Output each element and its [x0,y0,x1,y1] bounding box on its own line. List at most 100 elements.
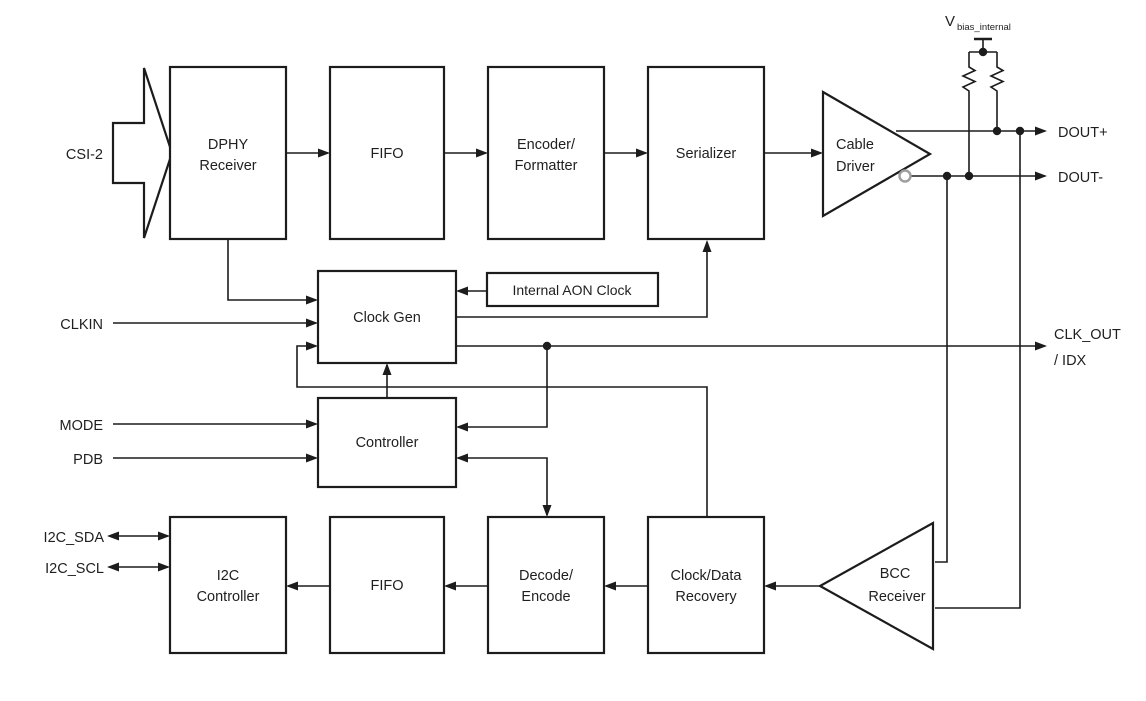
cable-driver-label-2: Driver [836,159,875,175]
serializer-label: Serializer [676,146,737,162]
arrowhead-dphy-clockgen [306,295,318,305]
arrowhead-dout-plus [1035,126,1047,136]
wire-dphy-to-clockgen [227,239,316,301]
block-clock-data-recovery: Clock/Data Recovery [646,515,766,655]
arrowhead-sda-left [107,531,119,541]
label-vbias-prefix: V [945,13,955,30]
label-i2c-sda: I2C_SDA [44,530,105,546]
dphy-receiver-box [168,65,288,241]
arrowhead-into-decode-top [542,505,552,517]
bcc-receiver-label-1: BCC [880,566,911,582]
arrowhead-clkin [306,318,318,328]
csi2-input-arrow-icon [111,67,174,239]
block-clock-gen: Clock Gen [316,269,458,365]
wire-doutplus-branch-to-bcc [935,131,1021,609]
label-i2c-scl: I2C_SCL [45,561,104,577]
encoder-formatter-box [486,65,606,241]
label-dout-minus: DOUT- [1058,170,1103,186]
arrowhead-into-cabledriver [811,148,823,158]
junction-dot-doutminus-res [964,171,974,181]
inversion-bubble-icon [898,169,912,183]
port-labels: CSI-2 CLKIN MODE PDB I2C_SDA I2C_SCL DOU… [44,13,1121,577]
wire-doutminus-branch-to-bcc [935,176,948,563]
label-dout-plus: DOUT+ [1058,125,1108,141]
block-cable-driver: Cable Driver [821,90,933,218]
block-decode-encode: Decode/ Encode [486,515,606,655]
internal-aon-clock-box [485,271,660,308]
block-fifo-top: FIFO [328,65,446,241]
block-encoder-formatter: Encoder/ Formatter [486,65,606,241]
vbias-network [961,37,1005,176]
label-mode: MODE [60,418,104,434]
clock-data-recovery-box [646,515,766,655]
arrowhead-into-controller-lower [456,453,468,463]
clock-gen-box [316,269,458,365]
label-pdb: PDB [73,452,103,468]
cable-driver-label-1: Cable [836,137,874,153]
label-clk-out: CLK_OUT [1054,327,1121,343]
block-internal-aon-clock: Internal AON Clock [485,271,660,308]
arrowhead-pdb [306,453,318,463]
serializer-box [646,65,766,241]
dphy-receiver-label-2: Receiver [199,158,256,174]
arrowhead-controller-clockgen [382,363,392,375]
wire-controller-to-decode [458,457,548,515]
clock-gen-label: Clock Gen [353,310,421,326]
block-controller: Controller [316,396,458,489]
wire-clkout-branch-to-controller [458,346,548,428]
arrowhead-scl-left [107,562,119,572]
arrowhead-decode-fifo [444,581,456,591]
wire-cdr-feedback-to-clockgen [296,345,708,517]
block-serializer: Serializer [646,65,766,241]
arrowhead-scl-right [158,562,170,572]
i2c-controller-label-2: Controller [197,589,260,605]
arrowhead-clk-out [1035,341,1047,351]
resistor-left-icon [961,52,977,176]
arrowheads [107,126,1047,591]
arrowhead-mode [306,419,318,429]
label-clkin: CLKIN [60,317,103,333]
label-vbias-subscript: bias_internal [957,22,1011,33]
junction-dot-doutminus-branch [942,171,952,181]
dphy-receiver-label-1: DPHY [208,137,249,153]
clock-data-recovery-label-2: Recovery [675,589,737,605]
wire-clockgen-to-serializer [456,242,708,318]
block-i2c-controller: I2C Controller [168,515,288,655]
junction-dot-clkout-branch [542,341,552,351]
junction-dot-doutplus-res [992,126,1002,136]
encoder-formatter-label-2: Formatter [515,158,578,174]
junction-dot-doutplus-branch [1015,126,1025,136]
arrowhead-into-controller-upper [456,422,468,432]
arrowhead-fifo-i2c [286,581,298,591]
i2c-controller-box [168,515,288,655]
label-idx: / IDX [1054,353,1087,369]
decode-encode-box [486,515,606,655]
fifo-top-label: FIFO [370,146,403,162]
controller-label: Controller [356,435,419,451]
arrowhead-sda-right [158,531,170,541]
decode-encode-label-2: Encode [521,589,570,605]
arrowhead-bcc-cdr [764,581,776,591]
label-csi2: CSI-2 [66,147,103,163]
arrowhead-aon-clockgen [456,286,468,296]
fifo-bottom-label: FIFO [370,578,403,594]
clock-data-recovery-label-1: Clock/Data [671,568,743,584]
arrowhead-into-serializer [636,148,648,158]
arrowhead-dout-minus [1035,171,1047,181]
bcc-receiver-amplifier-icon [817,521,935,651]
block-dphy-receiver: DPHY Receiver [168,65,288,241]
bcc-receiver-label-2: Receiver [868,589,925,605]
block-fifo-bottom: FIFO [328,515,446,655]
cable-driver-amplifier-icon [821,90,933,218]
junction-dot-vbias [978,47,988,57]
block-bcc-receiver: BCC Receiver [817,521,935,651]
arrowhead-cdr-decode [604,581,616,591]
resistor-right-icon [989,52,1005,131]
arrowhead-into-fifo [318,148,330,158]
arrowhead-feedback-clockgen [306,341,318,351]
controller-box [316,396,458,489]
fifo-top-box [328,65,446,241]
fifo-bottom-box [328,515,446,655]
